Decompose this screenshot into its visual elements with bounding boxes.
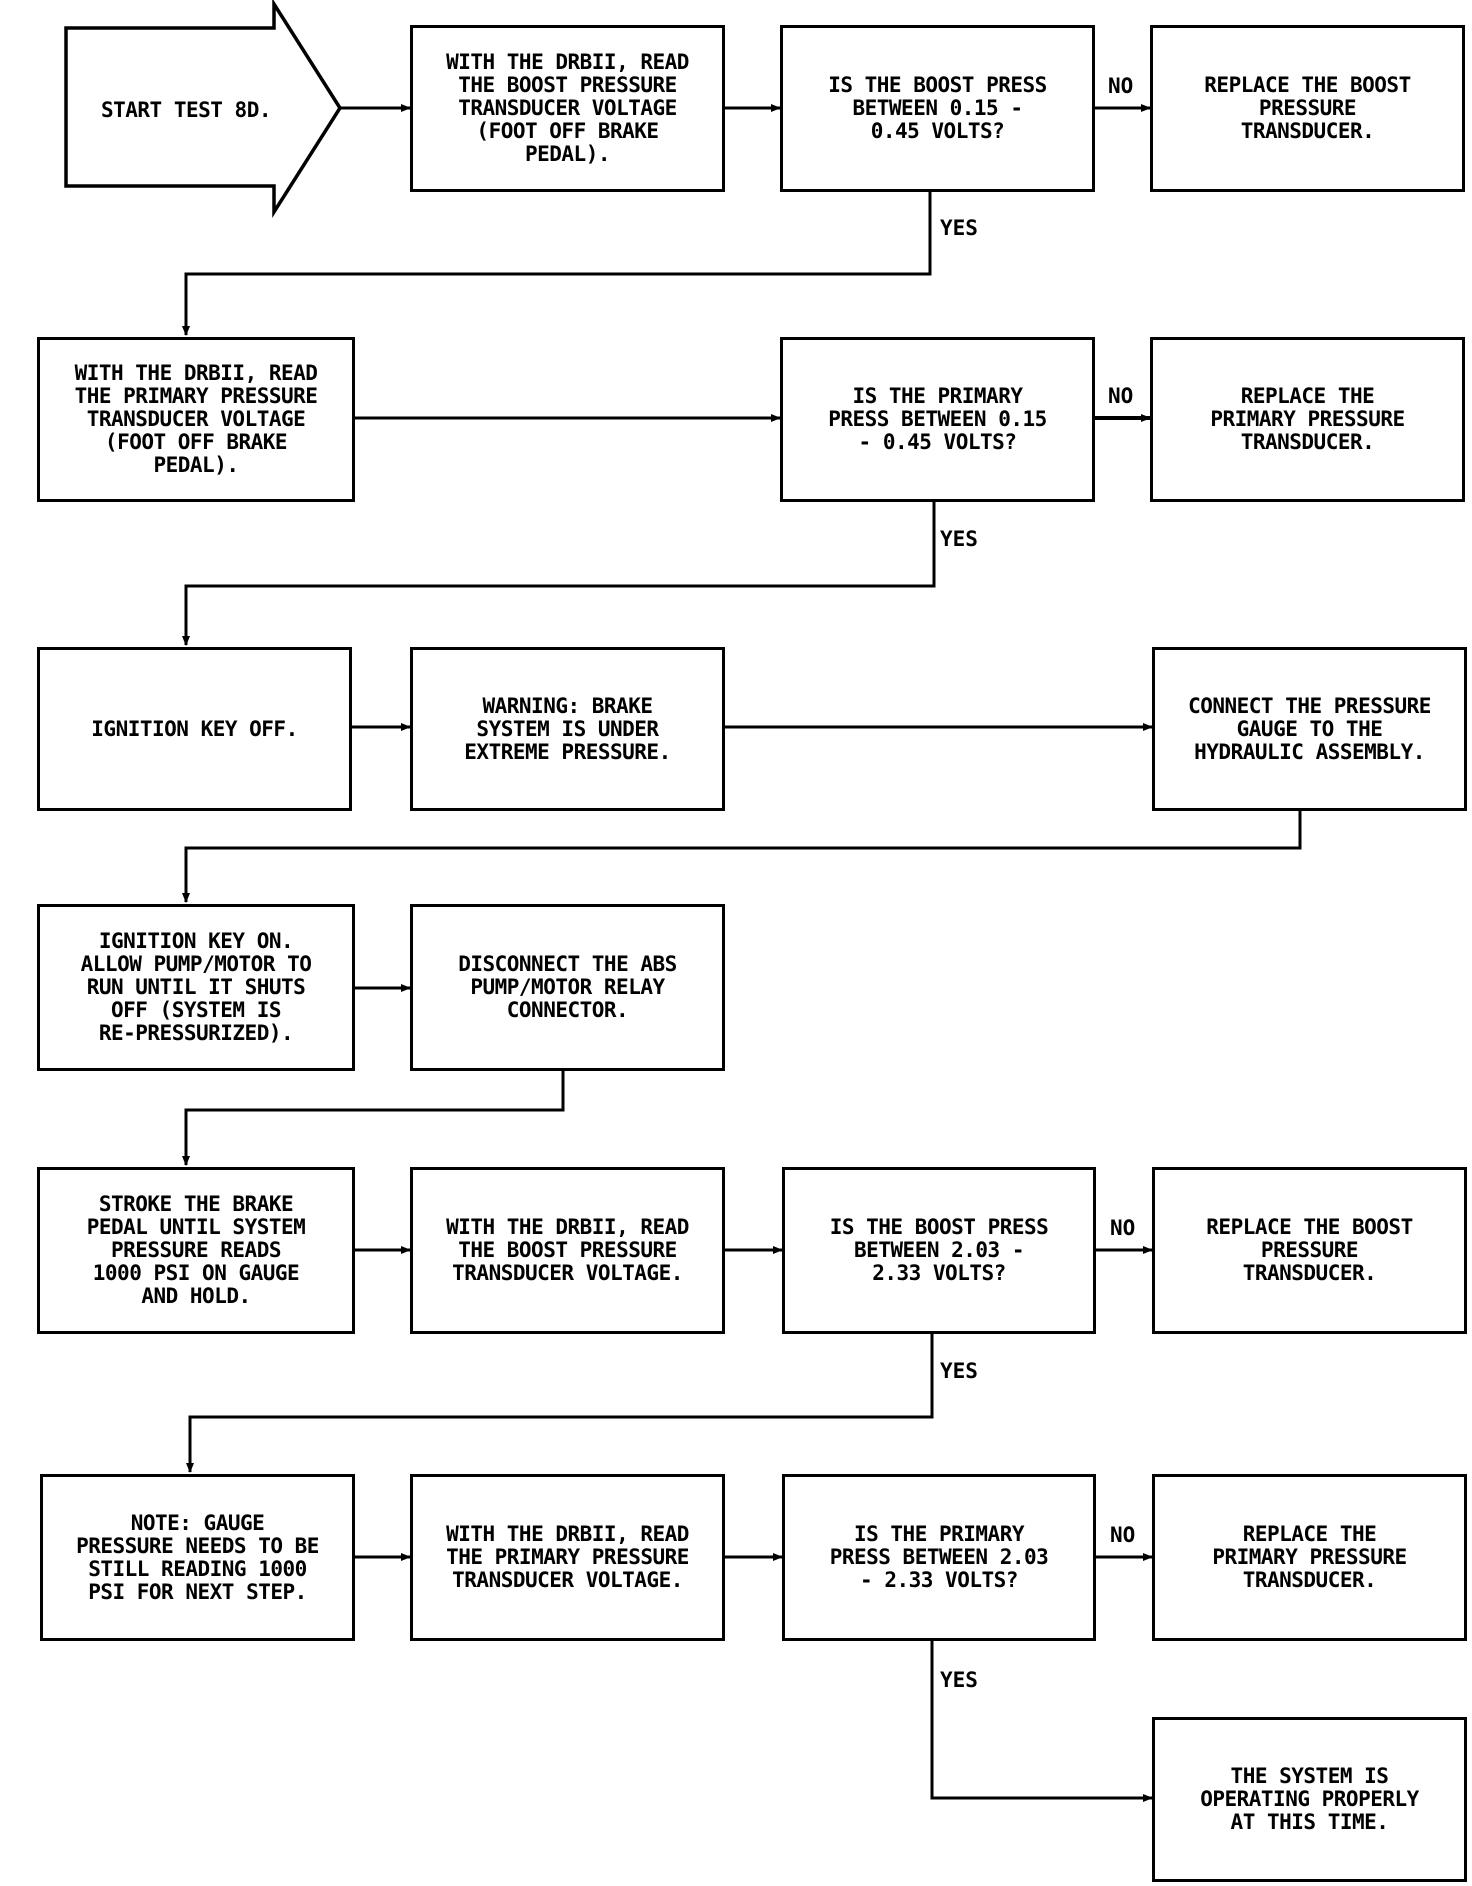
decision-boost-press-1-text: IS THE BOOST PRESS BETWEEN 0.15 - 0.45 V… (828, 73, 1047, 143)
warning-system-pressure-text: WARNING: BRAKE SYSTEM IS UNDER EXTREME P… (464, 693, 671, 764)
label-no-3: NO (1110, 1216, 1136, 1240)
action-replace-boost-1: REPLACE THE BOOST PRESSURE TRANSDUCER. (1150, 25, 1465, 192)
step-read-primary-voltage-2: WITH THE DRBII, READ THE PRIMARY PRESSUR… (410, 1474, 725, 1641)
step-ignition-key-on: IGNITION KEY ON. ALLOW PUMP/MOTOR TO RUN… (37, 904, 355, 1071)
action-replace-primary-2-text: REPLACE THE PRIMARY PRESSURE TRANSDUCER. (1212, 1522, 1407, 1592)
action-replace-primary-2: REPLACE THE PRIMARY PRESSURE TRANSDUCER. (1152, 1474, 1467, 1641)
decision-boost-press-2: IS THE BOOST PRESS BETWEEN 2.03 - 2.33 V… (782, 1167, 1096, 1334)
end-system-operating-text: THE SYSTEM IS OPERATING PROPERLY AT THIS… (1200, 1764, 1419, 1834)
start-shape: START TEST 8D. (66, 70, 306, 150)
note-gauge-pressure-text: NOTE: GAUGE PRESSURE NEEDS TO BE STILL R… (76, 1510, 319, 1604)
connector-b7-to-b8 (182, 1071, 565, 1166)
step-read-boost-voltage-1-text: WITH THE DRBII, READ THE BOOST PRESSURE … (446, 50, 689, 166)
step-read-primary-voltage-1-text: WITH THE DRBII, READ THE PRIMARY PRESSUR… (74, 361, 318, 477)
action-replace-boost-1-text: REPLACE THE BOOST PRESSURE TRANSDUCER. (1204, 73, 1411, 143)
action-replace-primary-1-text: REPLACE THE PRIMARY PRESSURE TRANSDUCER. (1210, 384, 1405, 454)
decision-primary-press-1-text: IS THE PRIMARY PRESS BETWEEN 0.15 - 0.45… (828, 384, 1047, 454)
connector-d4-yes (930, 1641, 1153, 1802)
step-ignition-key-off-text: IGNITION KEY OFF. (91, 716, 298, 741)
label-yes-1: YES (940, 216, 978, 240)
warning-system-pressure: WARNING: BRAKE SYSTEM IS UNDER EXTREME P… (410, 647, 725, 811)
action-replace-primary-1: REPLACE THE PRIMARY PRESSURE TRANSDUCER. (1150, 337, 1465, 502)
step-read-primary-voltage-2-text: WITH THE DRBII, READ THE PRIMARY PRESSUR… (446, 1522, 689, 1592)
decision-primary-press-2: IS THE PRIMARY PRESS BETWEEN 2.03 - 2.33… (782, 1474, 1096, 1641)
label-yes-3: YES (940, 1359, 978, 1383)
note-gauge-pressure: NOTE: GAUGE PRESSURE NEEDS TO BE STILL R… (40, 1474, 355, 1641)
step-disconnect-relay-text: DISCONNECT THE ABS PUMP/MOTOR RELAY CONN… (458, 952, 677, 1022)
connector-b5-to-b6 (182, 810, 1302, 903)
action-replace-boost-2-text: REPLACE THE BOOST PRESSURE TRANSDUCER. (1206, 1215, 1413, 1285)
step-read-boost-voltage-1: WITH THE DRBII, READ THE BOOST PRESSURE … (410, 25, 725, 192)
step-ignition-key-off: IGNITION KEY OFF. (37, 647, 352, 811)
step-stroke-brake-pedal-text: STROKE THE BRAKE PEDAL UNTIL SYSTEM PRES… (86, 1192, 306, 1308)
connector-d2-yes (182, 502, 936, 646)
label-no-1: NO (1108, 74, 1134, 98)
decision-boost-press-1: IS THE BOOST PRESS BETWEEN 0.15 - 0.45 V… (780, 25, 1095, 192)
step-ignition-key-on-text: IGNITION KEY ON. ALLOW PUMP/MOTOR TO RUN… (80, 929, 312, 1045)
label-no-2: NO (1108, 384, 1134, 408)
label-no-4: NO (1110, 1523, 1136, 1547)
step-disconnect-relay: DISCONNECT THE ABS PUMP/MOTOR RELAY CONN… (410, 904, 725, 1071)
step-stroke-brake-pedal: STROKE THE BRAKE PEDAL UNTIL SYSTEM PRES… (37, 1167, 355, 1334)
step-connect-gauge-text: CONNECT THE PRESSURE GAUGE TO THE HYDRAU… (1188, 693, 1431, 764)
decision-primary-press-2-text: IS THE PRIMARY PRESS BETWEEN 2.03 - 2.33… (829, 1522, 1049, 1592)
action-replace-boost-2: REPLACE THE BOOST PRESSURE TRANSDUCER. (1152, 1167, 1467, 1334)
connector-d1-yes (182, 192, 932, 336)
decision-boost-press-2-text: IS THE BOOST PRESS BETWEEN 2.03 - 2.33 V… (829, 1215, 1049, 1285)
end-system-operating: THE SYSTEM IS OPERATING PROPERLY AT THIS… (1152, 1717, 1467, 1882)
step-read-primary-voltage-1: WITH THE DRBII, READ THE PRIMARY PRESSUR… (37, 337, 355, 502)
start-label: START TEST 8D. (100, 97, 272, 122)
step-read-boost-voltage-2-text: WITH THE DRBII, READ THE BOOST PRESSURE … (446, 1215, 689, 1285)
start-arrow-shape (64, 0, 343, 219)
connector-d3-yes (186, 1334, 934, 1473)
decision-primary-press-1: IS THE PRIMARY PRESS BETWEEN 0.15 - 0.45… (780, 337, 1095, 502)
step-read-boost-voltage-2: WITH THE DRBII, READ THE BOOST PRESSURE … (410, 1167, 725, 1334)
step-connect-gauge: CONNECT THE PRESSURE GAUGE TO THE HYDRAU… (1152, 647, 1467, 811)
label-yes-4: YES (940, 1668, 978, 1692)
label-yes-2: YES (940, 527, 978, 551)
